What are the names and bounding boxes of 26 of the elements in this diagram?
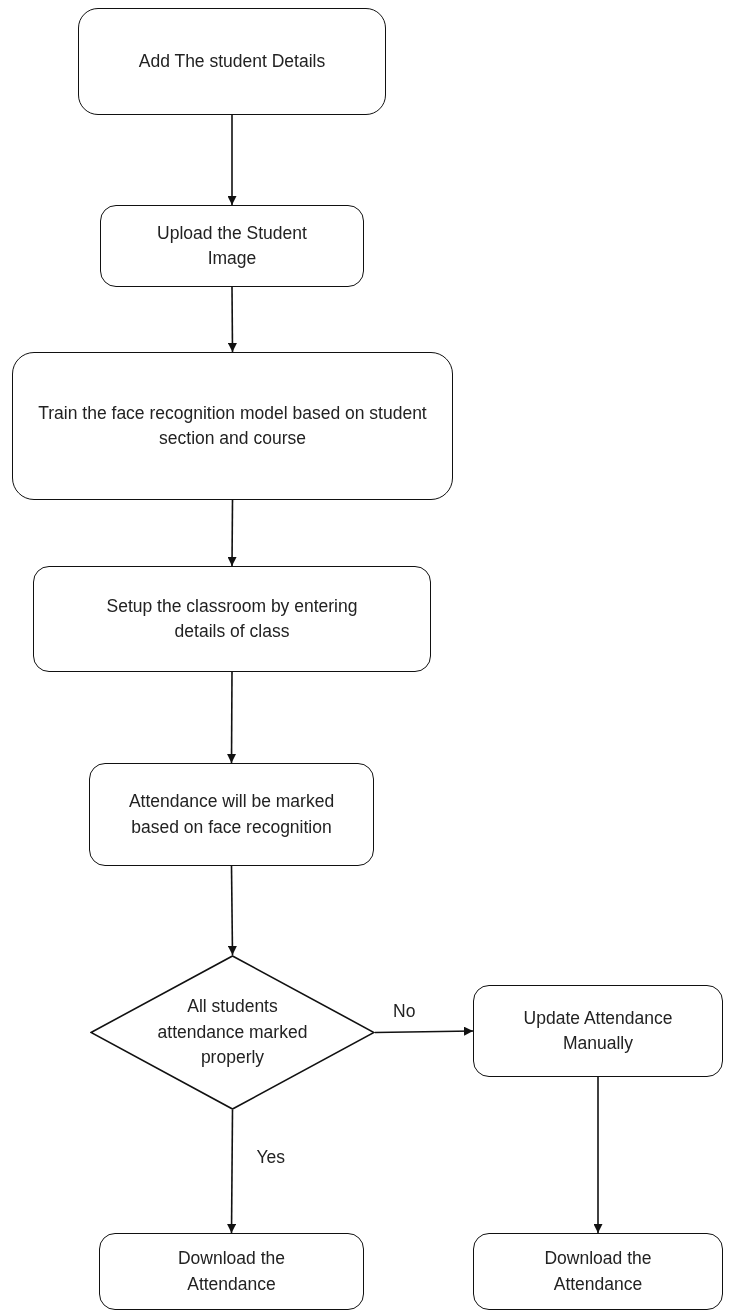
process-box	[78, 8, 386, 115]
node-text: Train the face recognition model based on student section and course	[37, 401, 428, 450]
arrow	[227, 499, 237, 567]
arrow	[227, 114, 237, 206]
node-text: Download the Attendance	[177, 1247, 286, 1296]
arrow	[374, 1026, 474, 1036]
node-text: Attendance will be marked based on face recognition	[127, 790, 336, 839]
arrow	[227, 671, 237, 764]
process-box	[99, 1233, 364, 1310]
decision-diamond	[90, 955, 375, 1110]
node-text: Download the Attendance	[543, 1247, 653, 1296]
process-box	[100, 205, 364, 287]
node-text: Add The student Details	[138, 49, 326, 73]
arrow	[227, 1109, 237, 1234]
process-box	[473, 985, 723, 1077]
process-box	[12, 352, 453, 500]
arrow	[227, 865, 237, 956]
process-box	[473, 1233, 723, 1310]
process-box	[33, 566, 431, 672]
node-text: Setup the classroom by entering details of class	[105, 594, 359, 643]
node-text: Upload the Student Image	[156, 221, 308, 270]
node-text: All students attendance marked properly	[157, 995, 308, 1070]
process-box	[89, 763, 374, 866]
node-text: Update Attendance Manually	[522, 1006, 674, 1055]
arrow	[593, 1076, 603, 1234]
arrow	[227, 286, 237, 353]
